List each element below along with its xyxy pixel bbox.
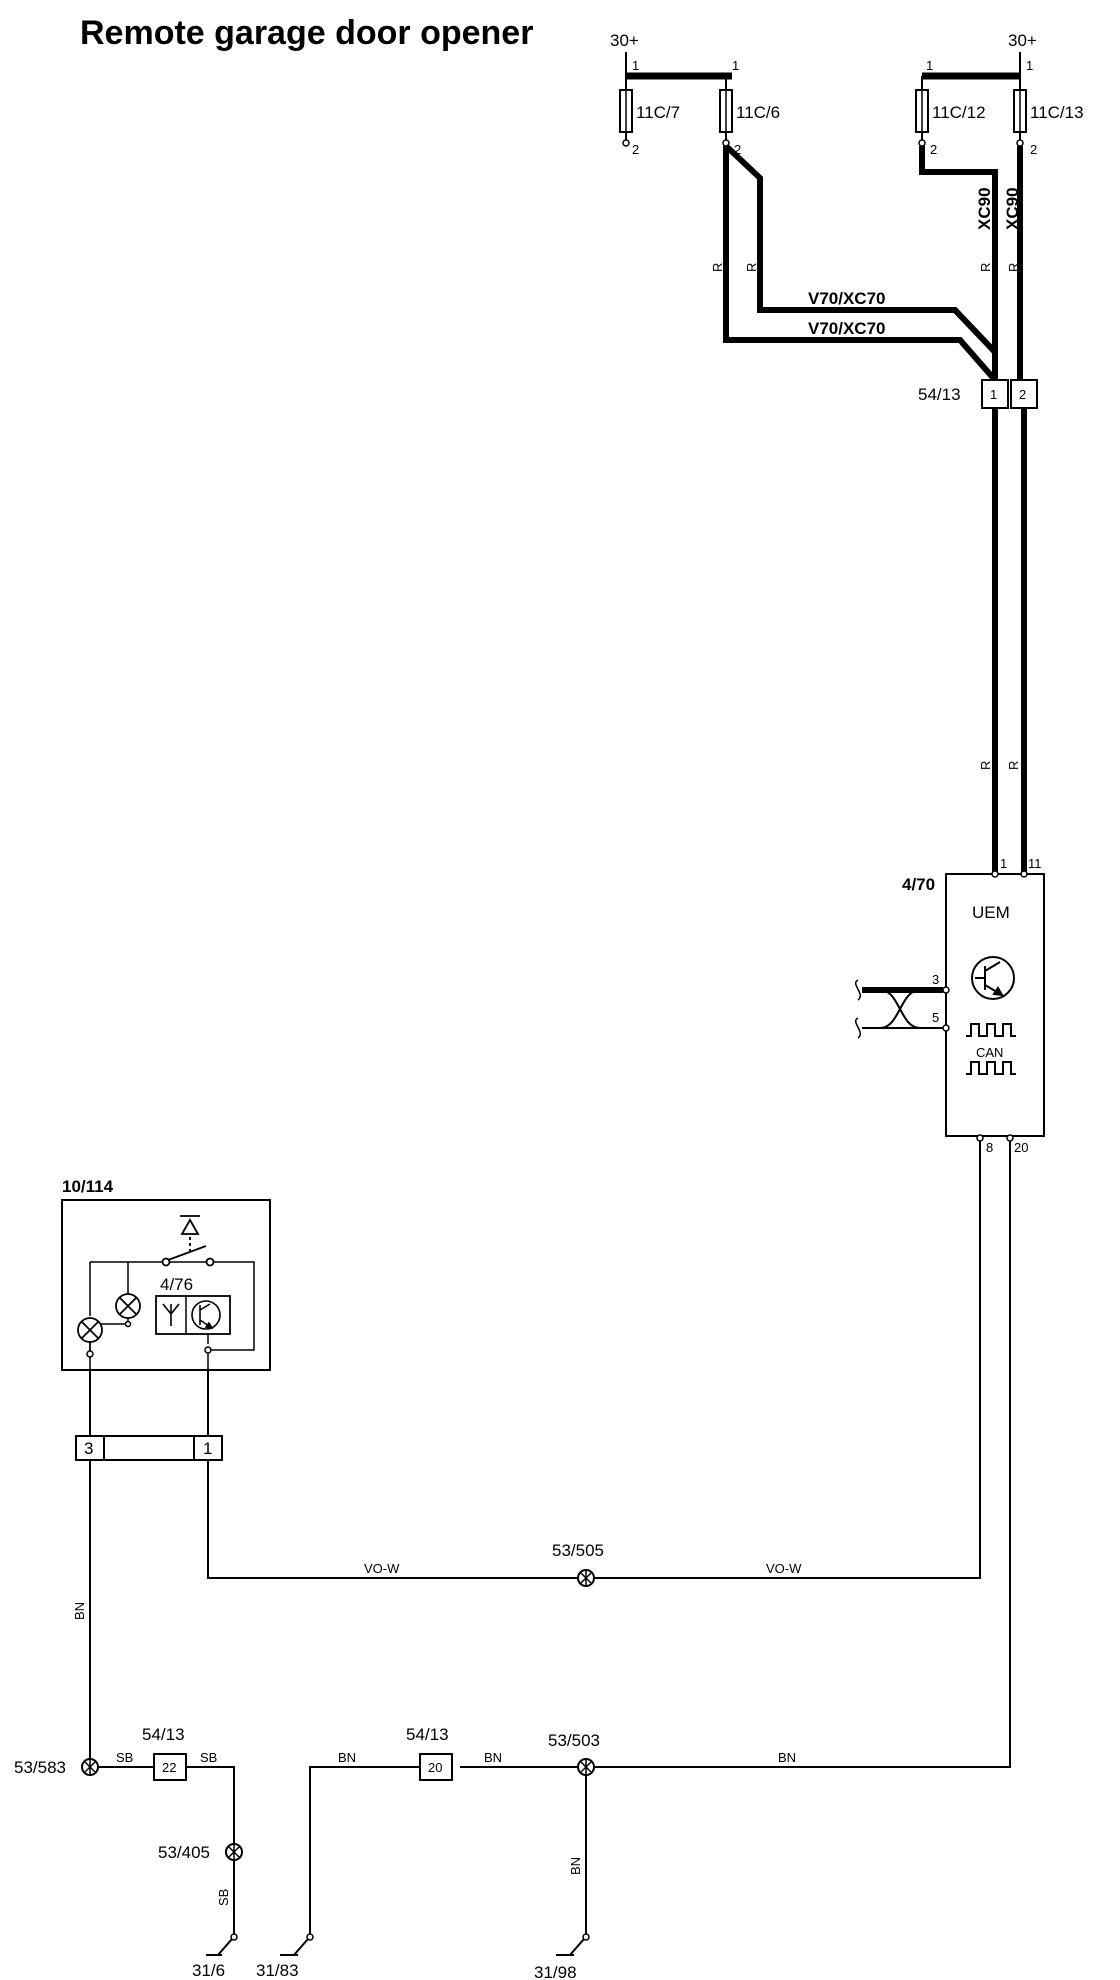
wire-color-label: BN xyxy=(568,1857,583,1875)
transmitter-ref-label: 4/76 xyxy=(160,1275,193,1294)
wire-color-label: BN xyxy=(778,1750,796,1765)
wire-color-label: R xyxy=(978,263,993,272)
variant-label: V70/XC70 xyxy=(808,289,886,308)
ground-label: 31/83 xyxy=(256,1961,299,1980)
wire-v70-lower xyxy=(723,146,998,382)
connector-54-13-top: 1 2 54/13 xyxy=(918,379,1038,409)
fuse-label-11c12: 11C/12 xyxy=(932,103,986,122)
uem-pin-label: 8 xyxy=(986,1140,993,1155)
splice-label: 53/583 xyxy=(14,1758,66,1777)
wire-color-label: SB xyxy=(116,1750,133,1765)
lamp-icon xyxy=(77,1317,103,1343)
transistor-icon xyxy=(191,1300,221,1330)
connector-label: 54/13 xyxy=(918,385,961,404)
wire-vo-w xyxy=(207,1141,981,1579)
wire-xc90-a xyxy=(919,146,998,380)
wire-bn-ground83 xyxy=(309,1766,420,1934)
wire-color-label: VO-W xyxy=(766,1561,802,1576)
variant-label: V70/XC70 xyxy=(808,319,886,338)
wire-sb-b xyxy=(186,1766,235,1934)
uem-pin-label: 3 xyxy=(932,972,939,987)
fuse-pin-label: 1 xyxy=(632,58,639,73)
power-wires xyxy=(723,143,1027,872)
wire-color-label: VO-W xyxy=(364,1561,400,1576)
wire-v70-upper xyxy=(723,143,998,380)
ground-31-6 xyxy=(206,1933,238,1956)
connector-54-13-pin20: 20 54/13 xyxy=(406,1725,453,1781)
variant-label: XC90 xyxy=(1003,187,1022,230)
opener-connector: 3 1 xyxy=(75,1435,223,1461)
opener-ref-label: 10/114 xyxy=(62,1177,114,1196)
fuse-pin-label: 2 xyxy=(930,142,937,157)
opener-module: 10/114 xyxy=(61,1177,271,1460)
supply-label-left: 30+ xyxy=(610,31,639,50)
push-switch-icon xyxy=(161,1215,215,1267)
connector-pin-label: 3 xyxy=(84,1439,93,1458)
wire-color-label: R xyxy=(1006,761,1021,770)
splice-53-583: 53/583 xyxy=(14,1758,99,1777)
wire-bn-main xyxy=(460,1141,1011,1768)
fuse-group-right: 30+ 1 1 11C/12 2 11C/13 2 xyxy=(915,31,1084,157)
wire-color-label: SB xyxy=(216,1889,231,1906)
transmitter-4-76: 4/76 xyxy=(155,1275,231,1344)
connector-pin-label: 22 xyxy=(162,1760,176,1775)
uem-pin-label: 11 xyxy=(1028,856,1042,871)
splice-label: 53/503 xyxy=(548,1731,600,1750)
uem-module: 4/70 1 11 UEM CAN 3 5 8 20 xyxy=(902,856,1045,1155)
fuse-label-11c6: 11C/6 xyxy=(736,103,780,122)
supply-label-right: 30+ xyxy=(1008,31,1037,50)
transistor-icon xyxy=(971,956,1015,1000)
uem-pin-label: 20 xyxy=(1014,1140,1028,1155)
fuse-pin-label: 2 xyxy=(1030,142,1037,157)
wire-color-label: BN xyxy=(338,1750,356,1765)
wire-color-label: BN xyxy=(484,1750,502,1765)
diagram-title: Remote garage door opener xyxy=(80,14,533,52)
wire-color-label: SB xyxy=(200,1750,217,1765)
uem-pin-label: 1 xyxy=(1000,856,1007,871)
fuse-pin-label: 1 xyxy=(926,58,933,73)
antenna-icon xyxy=(162,1303,180,1326)
can-bus-twisted-pair xyxy=(855,979,943,1039)
can-label: CAN xyxy=(976,1045,1003,1060)
lamp-icon xyxy=(115,1293,141,1319)
ground-31-83 xyxy=(280,1933,314,1956)
wire-color-label: R xyxy=(1006,263,1021,272)
fuse-pin-label: 1 xyxy=(732,58,739,73)
connector-54-13-pin22: 22 54/13 xyxy=(142,1725,187,1781)
uem-box xyxy=(945,873,1045,1137)
fuse-label-11c13: 11C/13 xyxy=(1030,103,1084,122)
splice-53-503: 53/503 xyxy=(548,1731,600,1776)
connector-pin-label: 1 xyxy=(203,1439,212,1458)
uem-pin-label: 5 xyxy=(932,1010,939,1025)
wire-color-label: R xyxy=(978,761,993,770)
wire-color-label: R xyxy=(710,263,725,272)
connector-pin-label: 2 xyxy=(1019,387,1026,402)
ground-label: 31/98 xyxy=(534,1963,577,1980)
ground-31-98 xyxy=(556,1933,590,1956)
connector-pin-label: 20 xyxy=(428,1760,442,1775)
fuse-label-11c7: 11C/7 xyxy=(636,103,680,122)
fuse-pin-label: 2 xyxy=(632,142,639,157)
fuse-pin-label: 2 xyxy=(734,142,741,157)
splice-53-405: 53/405 xyxy=(158,1843,243,1862)
opener-box xyxy=(61,1199,271,1371)
splice-53-505: 53/505 xyxy=(552,1541,604,1587)
transmitter-box xyxy=(155,1295,231,1335)
fuse-group-left: 30+ 1 1 11C/7 2 11C/6 2 xyxy=(610,31,780,157)
connector-label: 54/13 xyxy=(406,1725,449,1744)
can-signal-icon xyxy=(966,1023,1016,1075)
connector-label: 54/13 xyxy=(142,1725,185,1744)
wire-color-label: R xyxy=(744,263,759,272)
variant-label: XC90 xyxy=(975,187,994,230)
splice-label: 53/405 xyxy=(158,1843,210,1862)
fuse-pin-label: 1 xyxy=(1026,58,1033,73)
uem-label: UEM xyxy=(972,903,1010,922)
splice-label: 53/505 xyxy=(552,1541,604,1560)
uem-ref-label: 4/70 xyxy=(902,875,935,894)
ground-label: 31/6 xyxy=(192,1961,225,1980)
connector-pin-label: 1 xyxy=(990,387,997,402)
wire-color-label: BN xyxy=(72,1602,87,1620)
